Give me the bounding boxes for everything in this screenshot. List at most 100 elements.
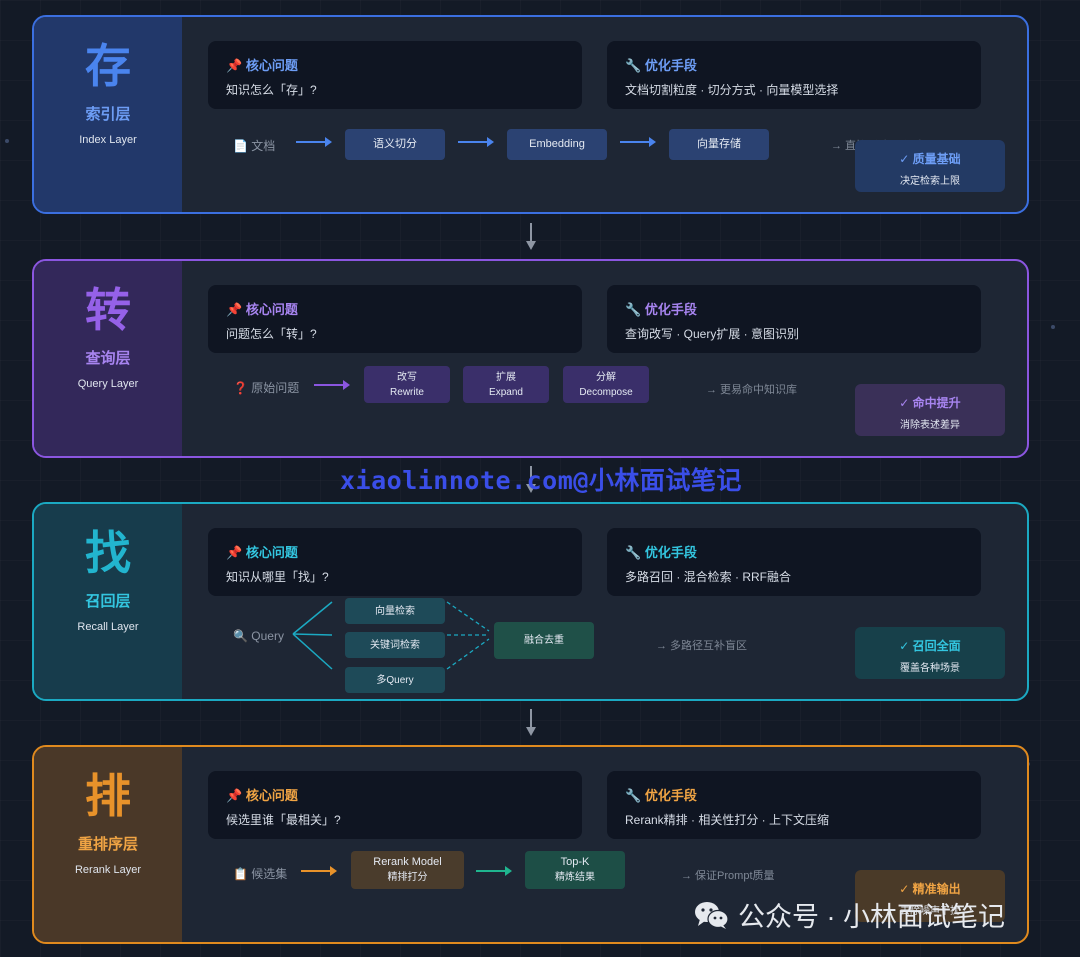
result-badge: ✓ 命中提升 消除表述差异 (855, 384, 1005, 436)
layer-name-cn: 索引层 (85, 106, 131, 123)
decor-dot (5, 139, 9, 143)
optimization-text: Rerank精排 · 相关性打分 · 上下文压缩 (625, 813, 830, 827)
clipboard-icon: 📋 (233, 867, 248, 881)
flow-step: Embedding (507, 129, 607, 160)
wrench-icon: 🔧 (625, 58, 642, 73)
recall-branch-lines (292, 601, 490, 670)
flow-note: → 更易命中知识库 (706, 384, 798, 396)
optimization-title: 优化手段 (644, 788, 697, 803)
wechat-label: 公众号 · 小林面试笔记 (738, 902, 1005, 932)
flow-arrow (314, 380, 350, 390)
pin-icon: 📌 (226, 545, 243, 560)
result-badge: ✓ 召回全面 覆盖各种场景 (855, 627, 1005, 679)
layer-name-cn: 查询层 (85, 350, 131, 367)
badge-subtitle: 覆盖各种场景 (900, 663, 960, 674)
core-question-card: 📌 核心问题 候选里谁「最相关」? (208, 771, 582, 839)
flow-arrow (620, 137, 656, 147)
recall-branch: 关键词检索 (345, 632, 445, 658)
optimization-title: 优化手段 (644, 58, 697, 73)
badge-title: ✓ 召回全面 (899, 639, 961, 653)
badge-subtitle: 决定检索上限 (900, 176, 960, 187)
flow-step: 语义切分 (345, 129, 445, 160)
core-question-text: 问题怎么「转」? (226, 327, 317, 341)
badge-title: ✓ 质量基础 (899, 152, 961, 166)
rerank-layer: 排 重排序层 Rerank Layer 📌 核心问题 候选里谁「最相关」? 🔧 … (32, 745, 1029, 944)
layer-char: 排 (85, 769, 131, 823)
layer-label-panel: 转 查询层 Query Layer (34, 261, 182, 456)
merge-step: 融合去重 (494, 622, 594, 659)
layer-label-panel: 排 重排序层 Rerank Layer (34, 747, 182, 942)
optimization-text: 文档切割粒度 · 切分方式 · 向量模型选择 (625, 83, 839, 97)
optimization-card: 🔧 优化手段 多路召回 · 混合检索 · RRF融合 (607, 528, 981, 596)
wechat-watermark: 公众号 · 小林面试笔记 (694, 895, 1005, 934)
core-question-title: 核心问题 (245, 545, 298, 560)
flow-arrow (458, 137, 494, 147)
layer-label-panel: 找 召回层 Recall Layer (34, 504, 182, 699)
flow-note: → 多路径互补盲区 (656, 640, 748, 652)
pin-icon: 📌 (226, 302, 243, 317)
optimization-card: 🔧 优化手段 文档切割粒度 · 切分方式 · 向量模型选择 (607, 41, 981, 109)
optimization-title: 优化手段 (644, 302, 697, 317)
core-question-title: 核心问题 (245, 58, 298, 73)
layer-name-cn: 重排序层 (77, 836, 138, 853)
wrench-icon: 🔧 (625, 545, 642, 560)
badge-subtitle: 消除表述差异 (900, 420, 960, 431)
layer-name-en: Recall Layer (77, 621, 139, 633)
optimization-card: 🔧 优化手段 Rerank精排 · 相关性打分 · 上下文压缩 (607, 771, 981, 839)
flow-input: 📄 文档 (233, 139, 276, 153)
core-question-card: 📌 核心问题 问题怎么「转」? (208, 285, 582, 353)
site-watermark: xiaolinnote.com@小林面试笔记 (340, 466, 742, 495)
pin-icon: 📌 (226, 58, 243, 73)
optimization-text: 查询改写 · Query扩展 · 意图识别 (625, 327, 800, 341)
decor-dot (1051, 325, 1055, 329)
flow-input: 🔍 Query (233, 629, 284, 643)
wechat-icon (695, 901, 729, 929)
flow-note: → 保证Prompt质量 (681, 870, 775, 882)
core-question-card: 📌 核心问题 知识怎么「存」? (208, 41, 582, 109)
flow-arrow (301, 866, 337, 876)
flow-arrow (296, 137, 332, 147)
layer-name-en: Rerank Layer (74, 864, 142, 876)
core-question-title: 核心问题 (245, 302, 298, 317)
wrench-icon: 🔧 (625, 302, 642, 317)
result-badge: ✓ 精准输出 去除噪声干扰 (855, 870, 1005, 922)
flow-input: 📋 候选集 (233, 867, 288, 881)
result-badge: ✓ 质量基础 决定检索上限 (855, 140, 1005, 192)
core-question-title: 核心问题 (245, 788, 298, 803)
question-icon: ❓ (233, 381, 248, 395)
core-question-text: 知识从哪里「找」? (226, 570, 329, 584)
document-icon: 📄 (233, 139, 248, 153)
optimization-text: 多路召回 · 混合检索 · RRF融合 (625, 570, 791, 584)
optimization-title: 优化手段 (644, 545, 697, 560)
recall-branch: 向量检索 (345, 598, 445, 624)
query-layer: 转 查询层 Query Layer 📌 核心问题 问题怎么「转」? 🔧 优化手段… (32, 259, 1029, 458)
wrench-icon: 🔧 (625, 788, 642, 803)
layer-char: 转 (85, 283, 131, 337)
optimization-card: 🔧 优化手段 查询改写 · Query扩展 · 意图识别 (607, 285, 981, 353)
layer-name-en: Index Layer (79, 134, 137, 146)
index-layer: 存 索引层 Index Layer 📌 核心问题 知识怎么「存」? 🔧 优化手段… (32, 15, 1029, 214)
flow-input: ❓ 原始问题 (233, 381, 300, 395)
badge-subtitle: 去除噪声干扰 (900, 906, 960, 917)
core-question-text: 候选里谁「最相关」? (226, 813, 341, 827)
recall-branch: 多Query (345, 667, 445, 693)
flow-arrow (476, 866, 512, 876)
recall-layer: 找 召回层 Recall Layer 📌 核心问题 知识从哪里「找」? 🔧 优化… (32, 502, 1029, 701)
badge-title: ✓ 命中提升 (899, 396, 961, 410)
layer-label-panel: 存 索引层 Index Layer (34, 17, 182, 212)
layer-char: 找 (85, 526, 131, 580)
layer-name-en: Query Layer (77, 378, 139, 390)
search-icon: 🔍 (233, 629, 248, 643)
layer-char: 存 (85, 39, 131, 93)
badge-title: ✓ 精准输出 (899, 882, 961, 896)
core-question-text: 知识怎么「存」? (226, 83, 317, 97)
pin-icon: 📌 (226, 788, 243, 803)
layer-name-cn: 召回层 (85, 593, 131, 610)
flow-step: 向量存储 (669, 129, 769, 160)
core-question-card: 📌 核心问题 知识从哪里「找」? (208, 528, 582, 596)
